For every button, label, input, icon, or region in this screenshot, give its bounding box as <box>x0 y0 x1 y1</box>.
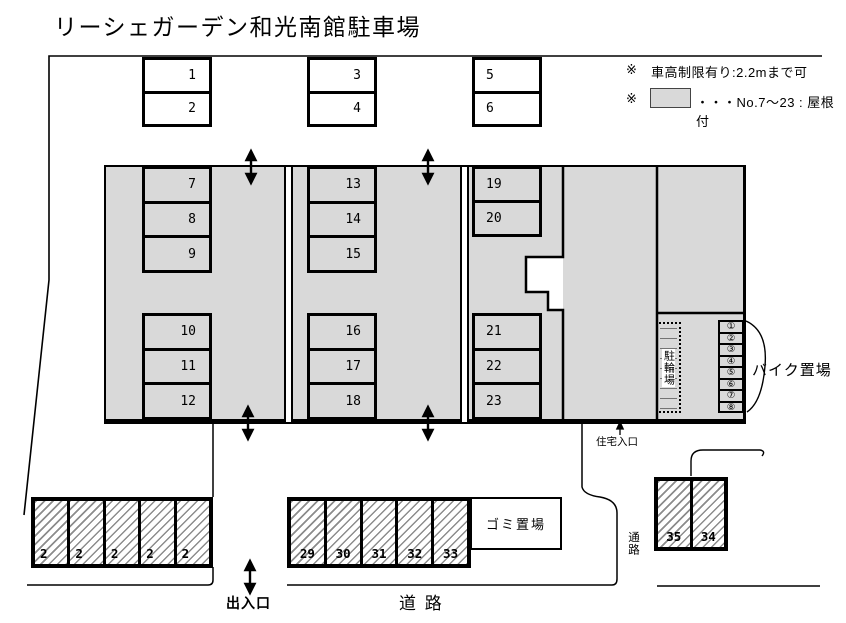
stall-block-16-18: 16 17 18 <box>307 313 377 420</box>
lane-divider-stripe <box>284 167 293 422</box>
bike-spot-2: ② <box>720 331 742 344</box>
stall-12: 12 <box>145 382 209 417</box>
stall-block-21-23: 21 22 23 <box>472 313 542 420</box>
stall-4: 4 <box>310 90 374 125</box>
legend-roofed-note: ・・・No.7～23 : 屋根付 <box>696 95 835 129</box>
bike-spot-5: ⑤ <box>720 366 742 378</box>
stall-34: 34 <box>689 481 725 547</box>
open-stall: 2 <box>138 501 173 564</box>
stall-29: 29 <box>299 545 315 561</box>
stall-9: 9 <box>145 235 209 270</box>
motorcycle-spot-column: ① ② ③ ④ ⑤ ⑥ ⑦ ⑧ <box>718 320 744 413</box>
driveway-curve-line <box>690 449 765 476</box>
stall-block-13-15: 13 14 15 <box>307 166 377 273</box>
passage-label: 通路 <box>627 531 639 556</box>
stall-row-29-33: 29 30 31 32 33 <box>287 497 471 568</box>
stall-7: 7 <box>188 177 196 193</box>
bike-spot-1: ① <box>726 321 736 332</box>
stall-20: 20 <box>475 200 539 234</box>
stall-13: 13 <box>345 177 361 193</box>
open-stall: 2 <box>173 501 209 564</box>
stall-30: 30 <box>323 501 360 564</box>
curb-line-left-lower <box>27 567 214 586</box>
stall-33: 33 <box>431 501 467 564</box>
bike-spot-3: ③ <box>720 343 742 355</box>
stall-10: 10 <box>180 324 196 340</box>
stall-18: 18 <box>310 382 374 417</box>
garbage-area-box: ゴミ置場 <box>470 497 562 550</box>
stall-block-19-20: 19 20 <box>472 166 542 237</box>
open-stall: 2 <box>67 501 102 564</box>
open-stall: 2 <box>102 501 138 564</box>
stall-21: 21 <box>486 324 502 340</box>
stall-35: 35 <box>666 528 682 544</box>
stall-14: 14 <box>310 200 374 236</box>
page-title: リーシェガーデン和光南館駐車場 <box>54 14 422 40</box>
stall-15: 15 <box>310 235 374 270</box>
stall-31: 31 <box>359 501 396 564</box>
stall-1: 1 <box>188 67 196 83</box>
stall-block-3-4: 3 4 <box>307 57 377 127</box>
residence-entrance-label: 住宅入口 <box>596 436 638 448</box>
stall-2: 2 <box>145 90 209 125</box>
bicycle-parking-label: 駐輪場 <box>662 348 675 387</box>
stall-11: 11 <box>145 347 209 383</box>
stall-32: 32 <box>395 501 431 564</box>
legend-marker-2: ※ <box>626 91 638 106</box>
bike-spot-8: ⑧ <box>720 400 742 413</box>
stall-3: 3 <box>353 67 361 83</box>
lane-divider-stripe <box>460 167 469 422</box>
legend-covered-swatch <box>650 88 691 108</box>
motorcycle-area-label: バイク置場 <box>752 362 832 379</box>
bicycle-parking-box: 駐輪場 <box>656 322 681 413</box>
garbage-area-label: ゴミ置場 <box>485 517 546 532</box>
bike-spot-7: ⑦ <box>720 389 742 401</box>
stall-block-5-6: 5 6 <box>472 57 542 127</box>
stall-row-open-left: 2 2 2 2 2 <box>31 497 213 568</box>
bike-spot-4: ④ <box>720 354 742 367</box>
stall-19: 19 <box>486 177 502 192</box>
stall-17: 17 <box>310 347 374 383</box>
stall-6: 6 <box>475 90 539 125</box>
legend-marker-1: ※ <box>626 62 638 77</box>
stall-5: 5 <box>486 67 494 83</box>
stall-23: 23 <box>475 382 539 417</box>
stall-block-7-9: 7 8 9 <box>142 166 212 273</box>
bike-spot-6: ⑥ <box>720 377 742 390</box>
legend-height-limit: 車高制限有り:2.2mまで可 <box>651 65 808 80</box>
stall-16: 16 <box>345 324 361 340</box>
road-label: 道 路 <box>399 594 444 613</box>
stall-22: 22 <box>475 347 539 383</box>
entrance-exit-label: 出入口 <box>226 595 271 611</box>
open-stall: 2 <box>40 545 48 561</box>
stall-block-10-12: 10 11 12 <box>142 313 212 420</box>
stall-8: 8 <box>145 200 209 236</box>
stall-row-35-34: 35 34 <box>654 477 728 551</box>
stall-block-1-2: 1 2 <box>142 57 212 127</box>
